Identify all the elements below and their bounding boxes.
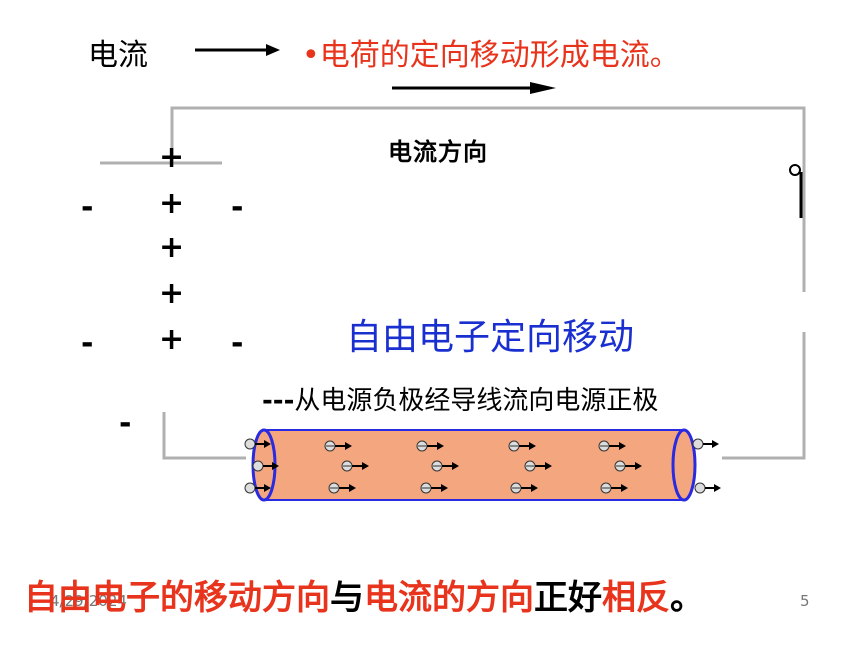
electron-marker <box>598 440 626 452</box>
plus-sign: + <box>159 230 185 265</box>
plus-sign: + <box>159 186 185 221</box>
slide-date: 4/29/2024 <box>50 592 127 610</box>
subtitle-text: 从电源负极经导线流向电源正极 <box>294 386 659 416</box>
header-arrow <box>195 44 280 56</box>
conclusion-text: 自由电子的移动方向与电流的方向正好相反。 <box>24 570 704 619</box>
plus-sign: + <box>159 140 185 175</box>
current-direction-label: 电流方向 <box>388 138 488 166</box>
electron-marker <box>324 440 352 452</box>
electron-marker <box>252 460 279 472</box>
electron-marker <box>524 460 552 472</box>
conclusion-part: 电流的方向 <box>364 578 534 618</box>
conclusion-part: 自由电子的移动方向 <box>24 578 330 618</box>
electron-marker <box>694 482 721 494</box>
electron-marker <box>244 438 271 450</box>
minus-sign: - <box>119 406 132 441</box>
conclusion-part: 与 <box>330 578 364 618</box>
conclusion-part: 正好 <box>534 578 602 618</box>
plus-sign: + <box>159 276 185 311</box>
subtitle-dash: --- <box>262 386 295 416</box>
electron-marker <box>692 438 719 450</box>
minus-sign: - <box>81 190 94 225</box>
electron-marker <box>420 482 448 494</box>
electron-marker <box>614 460 642 472</box>
electron-marker <box>510 482 538 494</box>
flow-subtitle: ---从电源负极经导线流向电源正极 <box>262 380 658 417</box>
conclusion-part: 相反 <box>602 578 670 618</box>
electron-marker <box>244 482 271 494</box>
definition-text: •电荷的定向移动形成电流。 <box>302 38 680 73</box>
plus-sign: + <box>159 322 185 357</box>
flow-title: 自由电子定向移动 <box>346 317 635 358</box>
electron-marker <box>431 460 459 472</box>
minus-sign: - <box>81 326 94 361</box>
conclusion-part: 。 <box>670 578 704 618</box>
switch <box>789 164 803 218</box>
minus-sign: - <box>231 326 244 361</box>
electron-marker <box>416 440 444 452</box>
electron-marker <box>341 460 369 472</box>
minus-sign: - <box>231 190 244 225</box>
current-direction-arrow <box>392 82 556 94</box>
electron-marker <box>600 482 628 494</box>
electron-marker <box>328 482 356 494</box>
electron-markers <box>244 438 721 494</box>
circuit-wire <box>162 106 806 460</box>
electron-marker <box>508 440 536 452</box>
slide-number: 5 <box>800 592 810 610</box>
term-label: 电流 <box>88 38 148 73</box>
